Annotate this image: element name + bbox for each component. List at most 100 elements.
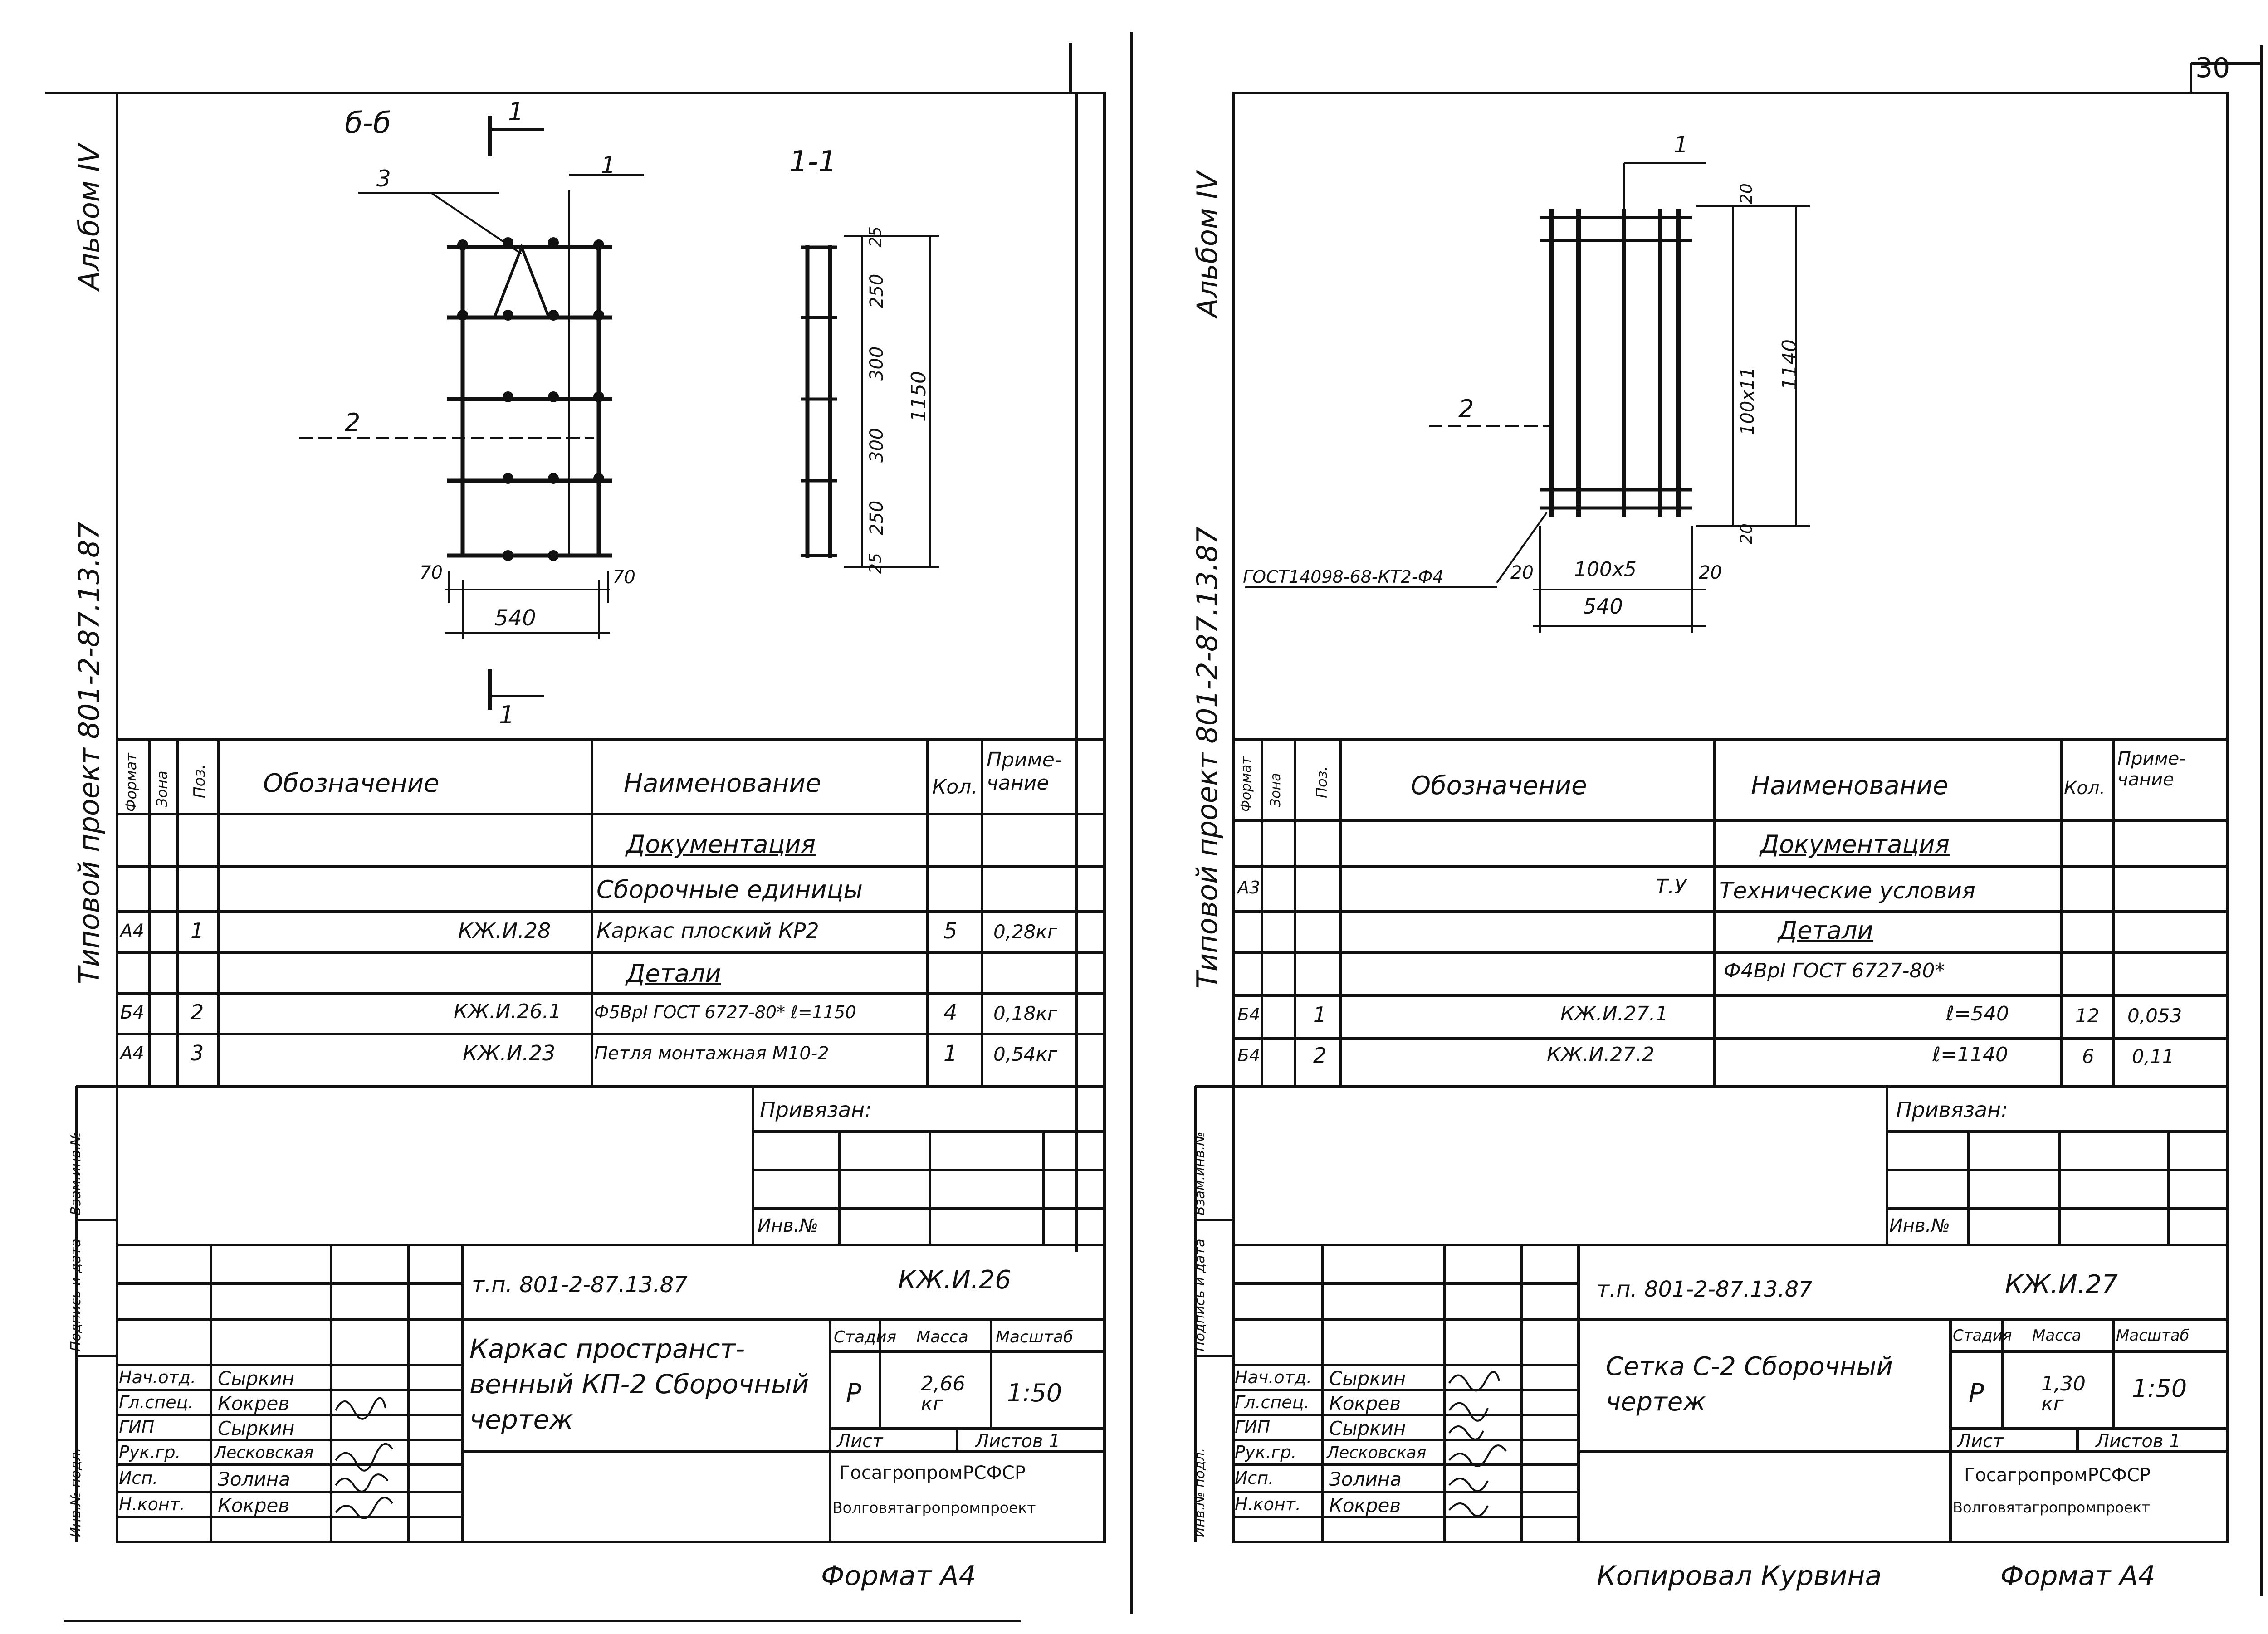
- right-dim-20-a: 20: [1510, 562, 1534, 583]
- left-hdr-pos: Поз.: [191, 764, 209, 798]
- right-row-4-qty: 12: [2075, 1005, 2100, 1027]
- left-side-label-vzam: Взам.инв.№: [68, 1132, 84, 1215]
- right-signer-0-name: Сыркин: [1329, 1367, 1406, 1390]
- right-stamp-code: т.п. 801-2-87.13.87: [1597, 1277, 1813, 1302]
- left-hdr-note: Приме-чание: [987, 748, 1062, 795]
- cut-mark-top: 1: [508, 98, 524, 126]
- dim-540: 540: [494, 605, 536, 631]
- left-hdr-name: Наименование: [624, 769, 821, 798]
- left-signer-2-name: Сыркин: [218, 1417, 295, 1439]
- right-stamp-sheet-code: КЖ.И.27: [2005, 1270, 2118, 1299]
- left-signatures: [335, 1397, 393, 1519]
- left-mass: 2,66 кг: [921, 1372, 965, 1415]
- right-row-0-name: Документация: [1760, 830, 1950, 858]
- left-row-4-designation: КЖ.И.26.1: [454, 1000, 562, 1023]
- right-inv-no: Инв.№: [1889, 1215, 1950, 1236]
- left-row-4-note: 0,18кг: [993, 1002, 1057, 1024]
- right-stage: Р: [1969, 1379, 1984, 1408]
- right-row-5-name: ℓ=1140: [1932, 1043, 2009, 1066]
- left-stage: Р: [846, 1379, 861, 1408]
- right-signer-4-role: Исп.: [1235, 1468, 1274, 1488]
- right-hdr-designation: Обозначение: [1411, 771, 1587, 800]
- right-format-label: Формат А4: [2000, 1560, 2156, 1592]
- right-row-4-format: Б4: [1237, 1005, 1261, 1024]
- left-row-5-qty: 1: [943, 1041, 958, 1066]
- right-side-label-inv: Инв.№ подл.: [1192, 1448, 1208, 1537]
- right-org1: ГосагропромРСФСР: [1964, 1465, 2151, 1486]
- right-side-label-sign: Подпись и дата: [1192, 1239, 1208, 1352]
- left-side-label-sign: Подпись и дата: [68, 1239, 84, 1352]
- right-row-5-format: Б4: [1237, 1045, 1261, 1065]
- left-signer-5-name: Кокрев: [218, 1494, 290, 1517]
- leader-1: 1: [601, 152, 616, 178]
- right-row-5-pos: 2: [1313, 1043, 1327, 1068]
- right-row-4-designation: КЖ.И.27.1: [1560, 1002, 1668, 1025]
- leader-3: 3: [376, 166, 391, 192]
- left-row-4-qty: 4: [943, 1000, 958, 1025]
- left-sheet-label: Лист: [837, 1431, 883, 1452]
- page-number: 30: [2195, 52, 2230, 84]
- left-row-0-name: Документация: [626, 830, 816, 858]
- right-row-1-format: А3: [1237, 878, 1261, 897]
- right-row-4-note: 0,053: [2127, 1005, 2182, 1027]
- left-signer-0-name: Сыркин: [218, 1367, 295, 1390]
- left-signer-1-role: Гл.спец.: [119, 1392, 194, 1412]
- right-signer-1-name: Кокрев: [1329, 1392, 1401, 1415]
- right-scale: 1:50: [2132, 1374, 2187, 1403]
- left-row-3-name: Детали: [626, 959, 721, 988]
- left-row-4-pos: 2: [191, 1000, 204, 1024]
- section-label-b: б-б: [345, 107, 391, 140]
- right-signer-3-role: Рук.гр.: [1235, 1442, 1297, 1462]
- right-row-5-qty: 6: [2082, 1045, 2094, 1068]
- right-signer-1-role: Гл.спец.: [1235, 1392, 1310, 1412]
- right-signer-4-name: Золина: [1329, 1468, 1402, 1490]
- left-row-5-name: Петля монтажная М10-2: [594, 1043, 829, 1064]
- right-row-4-pos: 1: [1313, 1002, 1327, 1027]
- right-privyazan: Привязан:: [1896, 1097, 2008, 1122]
- right-org2: Волговятагропромпроект: [1953, 1499, 2150, 1516]
- section-label-1-1: 1-1: [789, 145, 837, 179]
- right-hdr-note: Приме-чание: [2117, 748, 2186, 790]
- left-hdr-designation: Обозначение: [263, 769, 440, 798]
- left-privyazan: Привязан:: [760, 1097, 872, 1122]
- left-row-2-designation: КЖ.И.28: [458, 918, 551, 943]
- right-dim-20-bottom: 20: [1737, 523, 1756, 544]
- dim-70-right: 70: [612, 567, 635, 588]
- right-hdr-qty: Кол.: [2064, 778, 2106, 799]
- right-signer-5-name: Кокрев: [1329, 1494, 1401, 1517]
- dim-250-top: 250: [866, 273, 887, 308]
- left-row-2-format: А4: [120, 921, 144, 941]
- right-stage-label: Стадия: [1953, 1327, 2012, 1345]
- dim-25-bottom: 25: [866, 553, 885, 574]
- right-leader-1: 1: [1674, 132, 1688, 158]
- dim-300-a: 300: [866, 346, 887, 381]
- left-hdr-qty: Кол.: [932, 776, 978, 799]
- left-signer-1-name: Кокрев: [218, 1392, 290, 1415]
- right-side-label-vzam: Взам.инв.№: [1192, 1132, 1208, 1215]
- left-scale: 1:50: [1007, 1379, 1062, 1407]
- left-scale-label: Масштаб: [996, 1328, 1074, 1346]
- left-sheets-label: Листов 1: [975, 1431, 1061, 1452]
- right-project-label: Типовой проект 801-2-87.13.87: [1191, 527, 1224, 989]
- left-stage-label: Стадия: [834, 1328, 897, 1346]
- left-row-5-designation: КЖ.И.23: [463, 1041, 556, 1065]
- right-dim-100x11: 100х11: [1737, 367, 1758, 435]
- right-dim-100x5: 100х5: [1574, 558, 1637, 581]
- left-row-4-format: Б4: [120, 1002, 144, 1023]
- right-hdr-zone: Зона: [1268, 773, 1284, 807]
- left-row-1-name: Сборочные единицы: [596, 875, 863, 904]
- right-hdr-format: Формат: [1238, 756, 1254, 812]
- left-row-2-pos: 1: [191, 918, 204, 943]
- right-hdr-name: Наименование: [1751, 771, 1949, 800]
- leader-2: 2: [345, 408, 361, 437]
- left-row-2-name: Каркас плоский КР2: [596, 918, 819, 943]
- dim-25-top: 25: [866, 226, 885, 247]
- right-row-5-designation: КЖ.И.27.2: [1547, 1043, 1655, 1066]
- dim-250-bottom: 250: [866, 500, 887, 535]
- right-sheet-label: Лист: [1957, 1431, 2004, 1452]
- left-drawing-title: Каркас пространст-венный КП-2 Сборочный …: [469, 1333, 809, 1435]
- left-row-5-format: А4: [120, 1043, 144, 1064]
- right-dim-540: 540: [1583, 594, 1623, 619]
- left-org2: Волговятагропромпроект: [832, 1499, 1036, 1517]
